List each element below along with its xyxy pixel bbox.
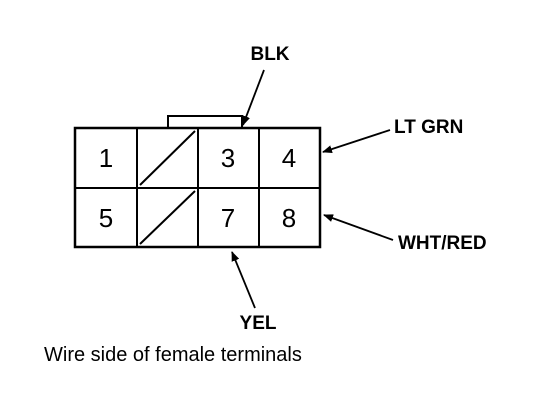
terminal-8: 8: [282, 203, 296, 233]
wire-label-wht-red: WHT/RED: [398, 233, 487, 254]
empty-cavity-6-diagonal: [139, 190, 196, 245]
arrow-blk: [242, 69, 265, 126]
wire-label-lt-grn: LT GRN: [394, 117, 463, 138]
connector-lock-tab: [167, 115, 243, 129]
arrow-yel: [231, 251, 256, 309]
diagram-caption: Wire side of female terminals: [44, 344, 302, 366]
terminal-3: 3: [221, 143, 235, 173]
terminal-7: 7: [221, 203, 235, 233]
empty-cavity-2-diagonal: [139, 130, 196, 186]
terminal-4: 4: [282, 143, 296, 173]
arrow-lt-grn: [322, 129, 391, 153]
wire-label-blk: BLK: [250, 44, 289, 65]
terminal-1: 1: [99, 143, 113, 173]
arrow-wht-red: [323, 214, 394, 241]
wire-label-yel: YEL: [240, 313, 277, 334]
terminal-5: 5: [99, 203, 113, 233]
